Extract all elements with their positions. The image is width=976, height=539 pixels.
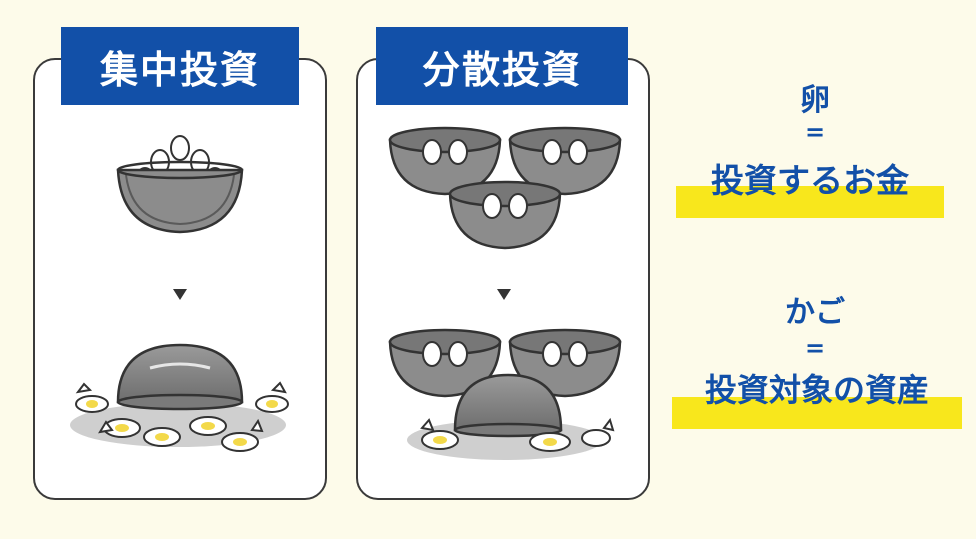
highlight-basket-meaning xyxy=(672,397,962,429)
egg-icon xyxy=(508,193,528,219)
broken-egg-icon xyxy=(420,418,459,450)
legend-equals-2: = xyxy=(804,334,826,362)
legend-equals-1: = xyxy=(804,118,826,146)
down-arrow-icon xyxy=(173,289,187,300)
bowl-with-eggs-right-3 xyxy=(448,180,562,250)
bowl-with-eggs-right-1 xyxy=(388,126,502,196)
broken-egg-icon xyxy=(581,417,615,447)
broken-egg-icon xyxy=(529,432,571,452)
concentrated-investment-title: 集中投資 xyxy=(61,27,299,105)
egg-icon xyxy=(542,139,562,165)
egg-icon xyxy=(422,139,442,165)
highlight-egg-meaning xyxy=(676,186,944,218)
after-drop-right xyxy=(388,328,622,460)
egg-icon xyxy=(448,139,468,165)
legend-egg-label: 卵 xyxy=(800,83,830,118)
broken-egg-icon xyxy=(75,382,109,413)
legend-basket-label: かご xyxy=(785,295,845,330)
bowl-icon xyxy=(388,340,502,398)
bowl-icon xyxy=(448,192,562,250)
egg-icon xyxy=(482,193,502,219)
diversified-investment-title: 分散投資 xyxy=(376,27,628,105)
egg-icon xyxy=(568,341,588,367)
bowl-icon xyxy=(453,373,563,432)
bowl-with-eggs-right-2 xyxy=(508,126,622,196)
egg-icon xyxy=(422,341,442,367)
broken-egg-icon xyxy=(189,416,227,436)
egg-icon xyxy=(542,341,562,367)
broken-egg-icon xyxy=(255,381,289,413)
dropped-bowl-left xyxy=(70,343,289,452)
egg-icon xyxy=(448,341,468,367)
bowl-icon xyxy=(388,138,502,196)
broken-egg-icon xyxy=(143,427,181,447)
bowl-with-eggs-left xyxy=(116,135,244,234)
bowl-icon xyxy=(508,138,622,196)
egg-icon xyxy=(568,139,588,165)
broken-egg-icon xyxy=(221,418,264,452)
legend-basket-meaning: 投資対象の資産 xyxy=(704,371,929,409)
legend-egg-meaning: 投資するお金 xyxy=(711,161,909,200)
down-arrow-icon xyxy=(497,289,511,300)
bowl-icon xyxy=(116,168,244,234)
bowl-icon xyxy=(116,343,244,404)
broken-egg-icon xyxy=(98,418,141,438)
egg-icon xyxy=(170,135,190,161)
